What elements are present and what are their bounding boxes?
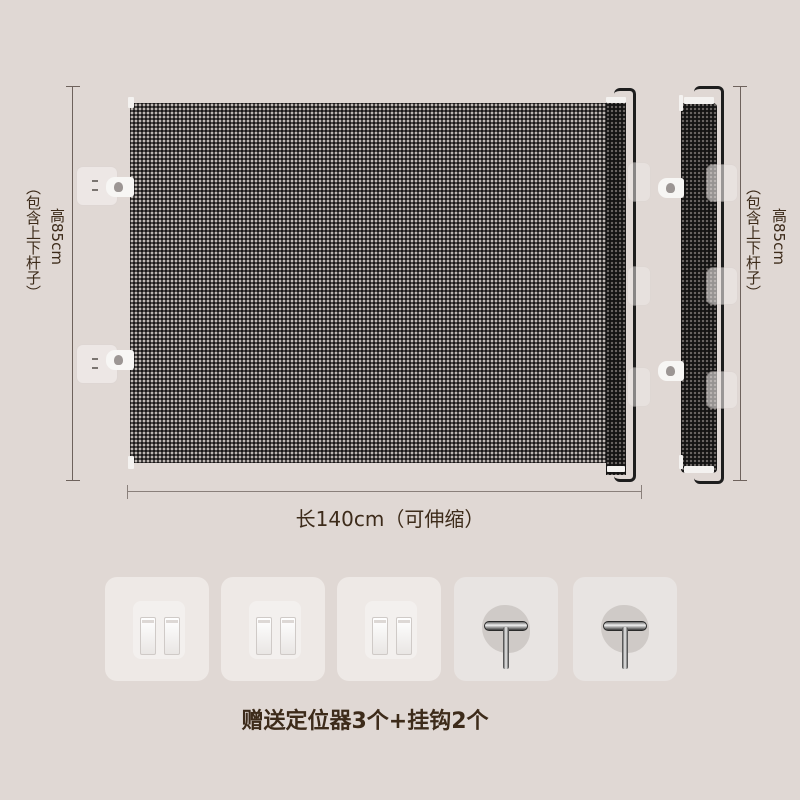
side-mount-tab-top bbox=[658, 178, 684, 198]
left-top-end-cap bbox=[128, 97, 134, 108]
roller-wall-pad-1 bbox=[628, 163, 650, 201]
mount-tab-top bbox=[106, 177, 134, 197]
roller-tube bbox=[606, 101, 626, 475]
mesh-gate-panel bbox=[130, 103, 610, 463]
side-left-strip-top bbox=[679, 95, 683, 111]
length-dimension-line bbox=[127, 491, 642, 492]
length-tick-right bbox=[641, 485, 642, 499]
left-height-label: 高85cm bbox=[48, 208, 66, 265]
positioner-tile-2 bbox=[221, 577, 325, 681]
side-left-strip-bottom bbox=[679, 455, 683, 469]
side-wall-pad-2 bbox=[707, 268, 737, 304]
hook-stem bbox=[622, 627, 628, 669]
positioner-clip-icon bbox=[249, 601, 301, 659]
roller-wall-pad-2 bbox=[628, 267, 650, 305]
accessories-caption: 赠送定位器3个+挂钩2个 bbox=[241, 709, 489, 734]
left-height-tick-top bbox=[66, 86, 80, 87]
right-height-tick-bottom bbox=[733, 480, 747, 481]
side-roller-bottom-cap bbox=[684, 466, 714, 473]
side-wall-pad-1 bbox=[707, 165, 737, 201]
left-height-tick-bottom bbox=[66, 480, 80, 481]
hook-tile-1 bbox=[454, 577, 558, 681]
positioner-clip-icon bbox=[365, 601, 417, 659]
length-tick-left bbox=[127, 485, 128, 499]
hook-stem bbox=[503, 627, 509, 669]
right-height-label: 高85cm bbox=[770, 208, 788, 265]
side-wall-pad-3 bbox=[707, 372, 737, 408]
side-roller-top-cap bbox=[684, 97, 714, 104]
roller-top-cap bbox=[606, 97, 626, 103]
roller-bottom-cap bbox=[607, 466, 625, 472]
left-height-dimension-line bbox=[72, 86, 73, 481]
positioner-clip-icon bbox=[133, 601, 185, 659]
left-height-note: （包含上下杆子） bbox=[24, 180, 42, 300]
side-mount-tab-bottom bbox=[658, 361, 684, 381]
positioner-tile-1 bbox=[105, 577, 209, 681]
right-height-note: （包含上下杆子） bbox=[744, 180, 762, 300]
right-height-tick-top bbox=[733, 86, 747, 87]
hook-tile-2 bbox=[573, 577, 677, 681]
right-height-dimension-line bbox=[740, 86, 741, 481]
positioner-tile-3 bbox=[337, 577, 441, 681]
mount-tab-bottom bbox=[106, 350, 134, 370]
left-bottom-end-cap bbox=[128, 456, 134, 469]
length-label: 长140cm（可伸缩） bbox=[295, 507, 485, 531]
roller-wall-pad-3 bbox=[628, 368, 650, 406]
